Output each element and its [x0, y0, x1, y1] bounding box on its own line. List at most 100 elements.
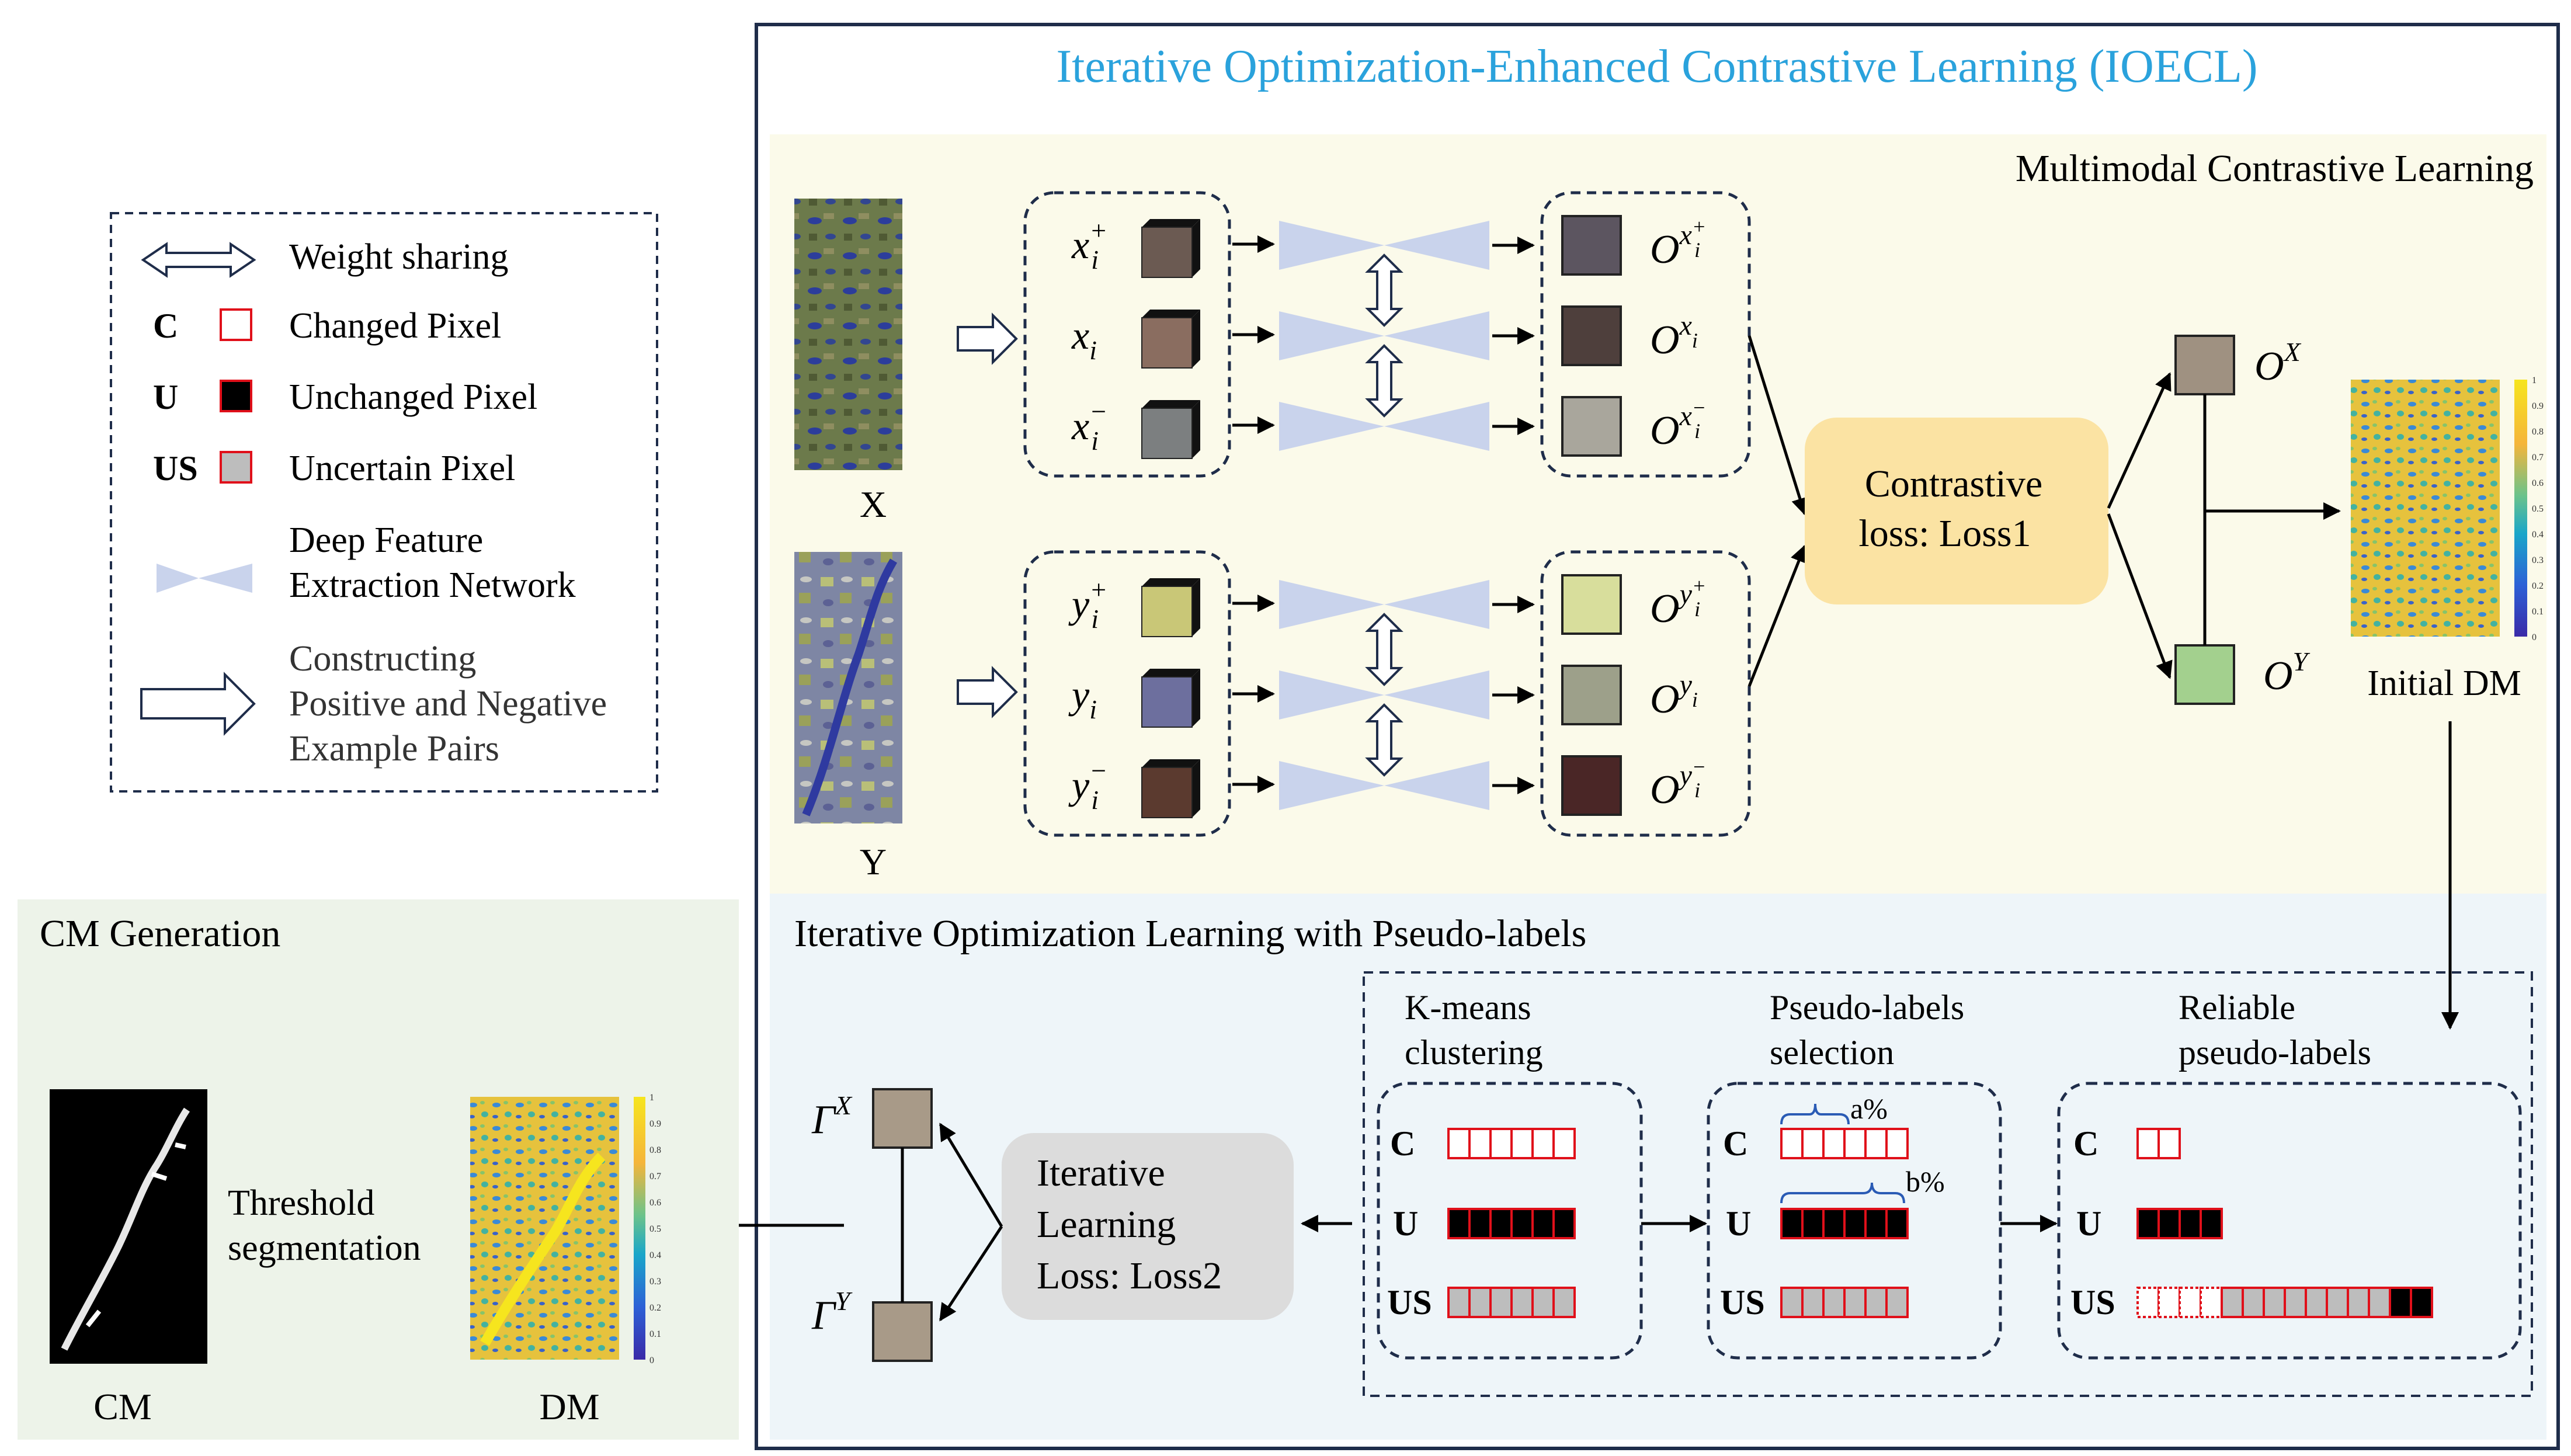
- patch-cube-face: [1141, 586, 1193, 637]
- pseudo-label-cell: [1801, 1128, 1825, 1159]
- cm-change-region: [61, 1107, 190, 1351]
- colorbar-tick: 0.6: [649, 1198, 661, 1208]
- legend-uncertain-tag: US: [153, 449, 198, 488]
- gy-label: ΓY: [811, 1286, 853, 1338]
- network-shape: [1279, 221, 1489, 270]
- colorbar-tick: 0.6: [2532, 478, 2544, 488]
- reliable-line2: pseudo-labels: [2179, 1033, 2371, 1072]
- pseudo-label-cell: [2284, 1287, 2307, 1318]
- patch-cube-side: [1192, 669, 1200, 727]
- oy-square: [2174, 644, 2235, 705]
- colorbar-tick: 0.4: [649, 1250, 661, 1260]
- page-title: Iterative Optimization-Enhanced Contrast…: [1056, 41, 2257, 92]
- colorbar-tick: 0: [649, 1356, 654, 1365]
- x-output-label: Ox−i: [1650, 396, 1706, 453]
- pseudo-label-cell: [1552, 1128, 1576, 1159]
- pseudo-label-cell: [1822, 1208, 1846, 1239]
- ox-square: [2174, 335, 2235, 395]
- y-input-label: yi: [1068, 672, 1097, 724]
- colorbar-tick: 0.3: [2532, 555, 2544, 565]
- row-label-u: U: [1726, 1204, 1751, 1243]
- pseudo-label-cell: [2242, 1287, 2265, 1318]
- pseudo-label-cell: [2136, 1208, 2160, 1239]
- kmeans-line1: K-means: [1405, 988, 1531, 1027]
- x-input-label: x−i: [1071, 397, 1107, 456]
- weight-sharing-icon: [1365, 613, 1403, 686]
- row-label-c: C: [2073, 1124, 2099, 1163]
- y-input-label: y+i: [1068, 575, 1107, 634]
- patch-cube-top: [1142, 310, 1200, 318]
- weight-sharing-icon: [141, 242, 256, 278]
- ioecl-frame: [755, 23, 2560, 1450]
- network-shape: [1279, 402, 1489, 451]
- x-input-label: x+i: [1071, 216, 1107, 274]
- patch-cube-face: [1141, 227, 1193, 278]
- y-to-loss1-arrow: [1747, 544, 1808, 687]
- pseudo-label-cell: [1489, 1287, 1513, 1318]
- patch-cube-face: [1141, 767, 1193, 818]
- colorbar-tick: 0.9: [649, 1119, 661, 1129]
- pseudo-label-cell: [1489, 1208, 1513, 1239]
- initial-dm-label: Initial DM: [2367, 663, 2521, 703]
- patch-cube-top: [1142, 669, 1200, 677]
- image-x-label: X: [860, 484, 887, 525]
- gx-label: ΓX: [811, 1090, 853, 1142]
- dm-label: DM: [539, 1386, 599, 1427]
- legend-changed-tag: C: [153, 307, 178, 345]
- pseudo-label-cell: [2179, 1287, 2202, 1318]
- pseudo-label-cell: [2263, 1287, 2286, 1318]
- row-label-us: US: [2070, 1283, 2115, 1322]
- loss2-to-gy: [939, 1225, 1003, 1322]
- initial-dm-map: [2351, 380, 2500, 637]
- loss2-line2: Learning: [1037, 1203, 1176, 1246]
- y-output-label: Oyi: [1650, 669, 1698, 722]
- pseudo-label-cell: [1447, 1128, 1471, 1159]
- loss1-to-ox: [2107, 372, 2172, 509]
- y-input-label: y−i: [1068, 756, 1107, 815]
- x-pairs-box: [1023, 191, 1231, 478]
- colorbar-tick: 0.5: [649, 1224, 661, 1234]
- pseudo-label-cell: [1780, 1287, 1804, 1318]
- threshold-line1: Threshold: [228, 1183, 374, 1223]
- pseudo-label-cell: [1864, 1287, 1888, 1318]
- colorbar-tick: 0.1: [2532, 607, 2544, 617]
- patch-cube-side: [1192, 219, 1200, 277]
- patch-cube-top: [1142, 578, 1200, 586]
- pseudo-label-cell: [2136, 1128, 2160, 1159]
- network-shape: [1279, 670, 1489, 720]
- feature-networks: [1279, 221, 1535, 810]
- colorbar-tick: 0.5: [2532, 504, 2544, 514]
- patch-cube-face: [1141, 408, 1193, 459]
- pseudo-label-cell: [1531, 1128, 1555, 1159]
- x-outputs-box: [1540, 191, 1751, 478]
- pseudo-label-cell: [2410, 1287, 2433, 1318]
- x-output-square: [1561, 396, 1622, 457]
- dm-colorbar-ticks: 10.90.80.70.60.50.40.30.20.10: [649, 1093, 661, 1365]
- a-percent-bracket: [1780, 1103, 1850, 1125]
- legend-network-line1: Deep Feature: [289, 520, 483, 560]
- patch-cube-face: [1141, 676, 1193, 728]
- colorbar-tick: 0.2: [649, 1303, 661, 1313]
- pseudo-label-cell: [1801, 1287, 1825, 1318]
- pseudo-label-cell: [2389, 1287, 2412, 1318]
- x-output-square: [1561, 215, 1622, 276]
- cm-change-spots: [85, 1142, 186, 1328]
- iol-title: Iterative Optimization Learning with Pse…: [794, 912, 1586, 955]
- x-input-label: xi: [1071, 313, 1097, 365]
- initial-dm-colorbar: [2514, 380, 2527, 637]
- y-inputs: y+i yi y−i: [1068, 575, 1275, 818]
- pseudo-label-cell: [2326, 1287, 2349, 1318]
- colorbar-tick: 0.2: [2532, 581, 2544, 591]
- pseudo-label-cell: [2305, 1287, 2328, 1318]
- reliable-box: [2057, 1082, 2522, 1360]
- row-label-us: US: [1720, 1283, 1765, 1322]
- legend-pairs-line3: Example Pairs: [289, 729, 499, 769]
- weight-sharing-icon: [1365, 703, 1403, 777]
- pseudo-label-cell: [1510, 1287, 1534, 1318]
- pseudo-label-cell: [2157, 1128, 2181, 1159]
- selection-box: [1707, 1082, 2002, 1360]
- dm-change-region: [480, 1152, 606, 1346]
- pseudo-label-cell: [1552, 1287, 1576, 1318]
- pseudo-label-cell: [1885, 1287, 1909, 1318]
